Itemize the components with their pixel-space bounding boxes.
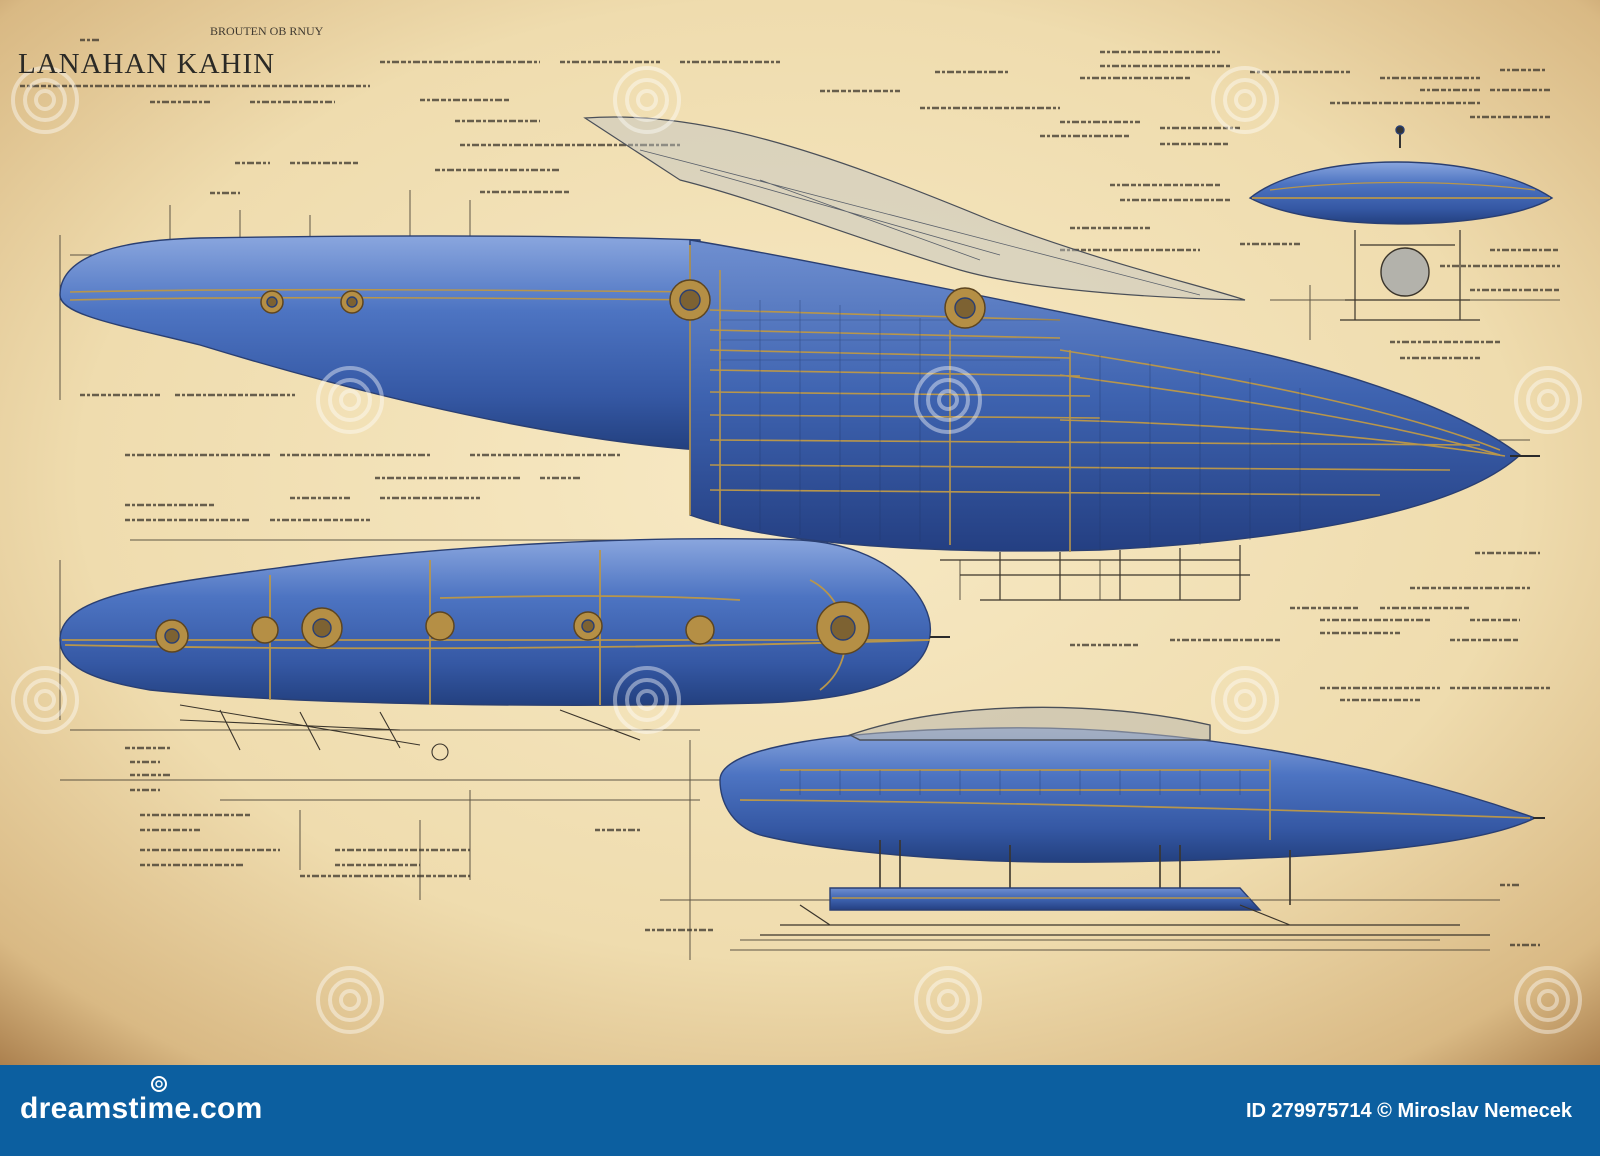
- airship-small-front-view: [1248, 125, 1554, 321]
- blueprint-illustration: [0, 0, 1600, 1065]
- airship-large-side-view: [59, 116, 1540, 601]
- dreamstime-logo[interactable]: dreamstime.com: [20, 1092, 263, 1125]
- drawing-subtitle: BROUTEN OB RNUY: [210, 24, 324, 38]
- swirl-icon: [151, 1076, 167, 1092]
- image-credit: ID 279975714 © Miroslav Nemecek: [1245, 1100, 1572, 1122]
- annotation-text-blocks: [20, 38, 1560, 947]
- drawing-title: LANAHAN KAHIN: [18, 48, 276, 80]
- watermark-swirls: [11, 66, 1582, 1034]
- airship-long-side-view: [719, 706, 1545, 936]
- watermark-footer-bar: dreamstime.com ID 279975714 © Miroslav N…: [0, 1065, 1600, 1156]
- airship-medium-side-view: [59, 538, 950, 761]
